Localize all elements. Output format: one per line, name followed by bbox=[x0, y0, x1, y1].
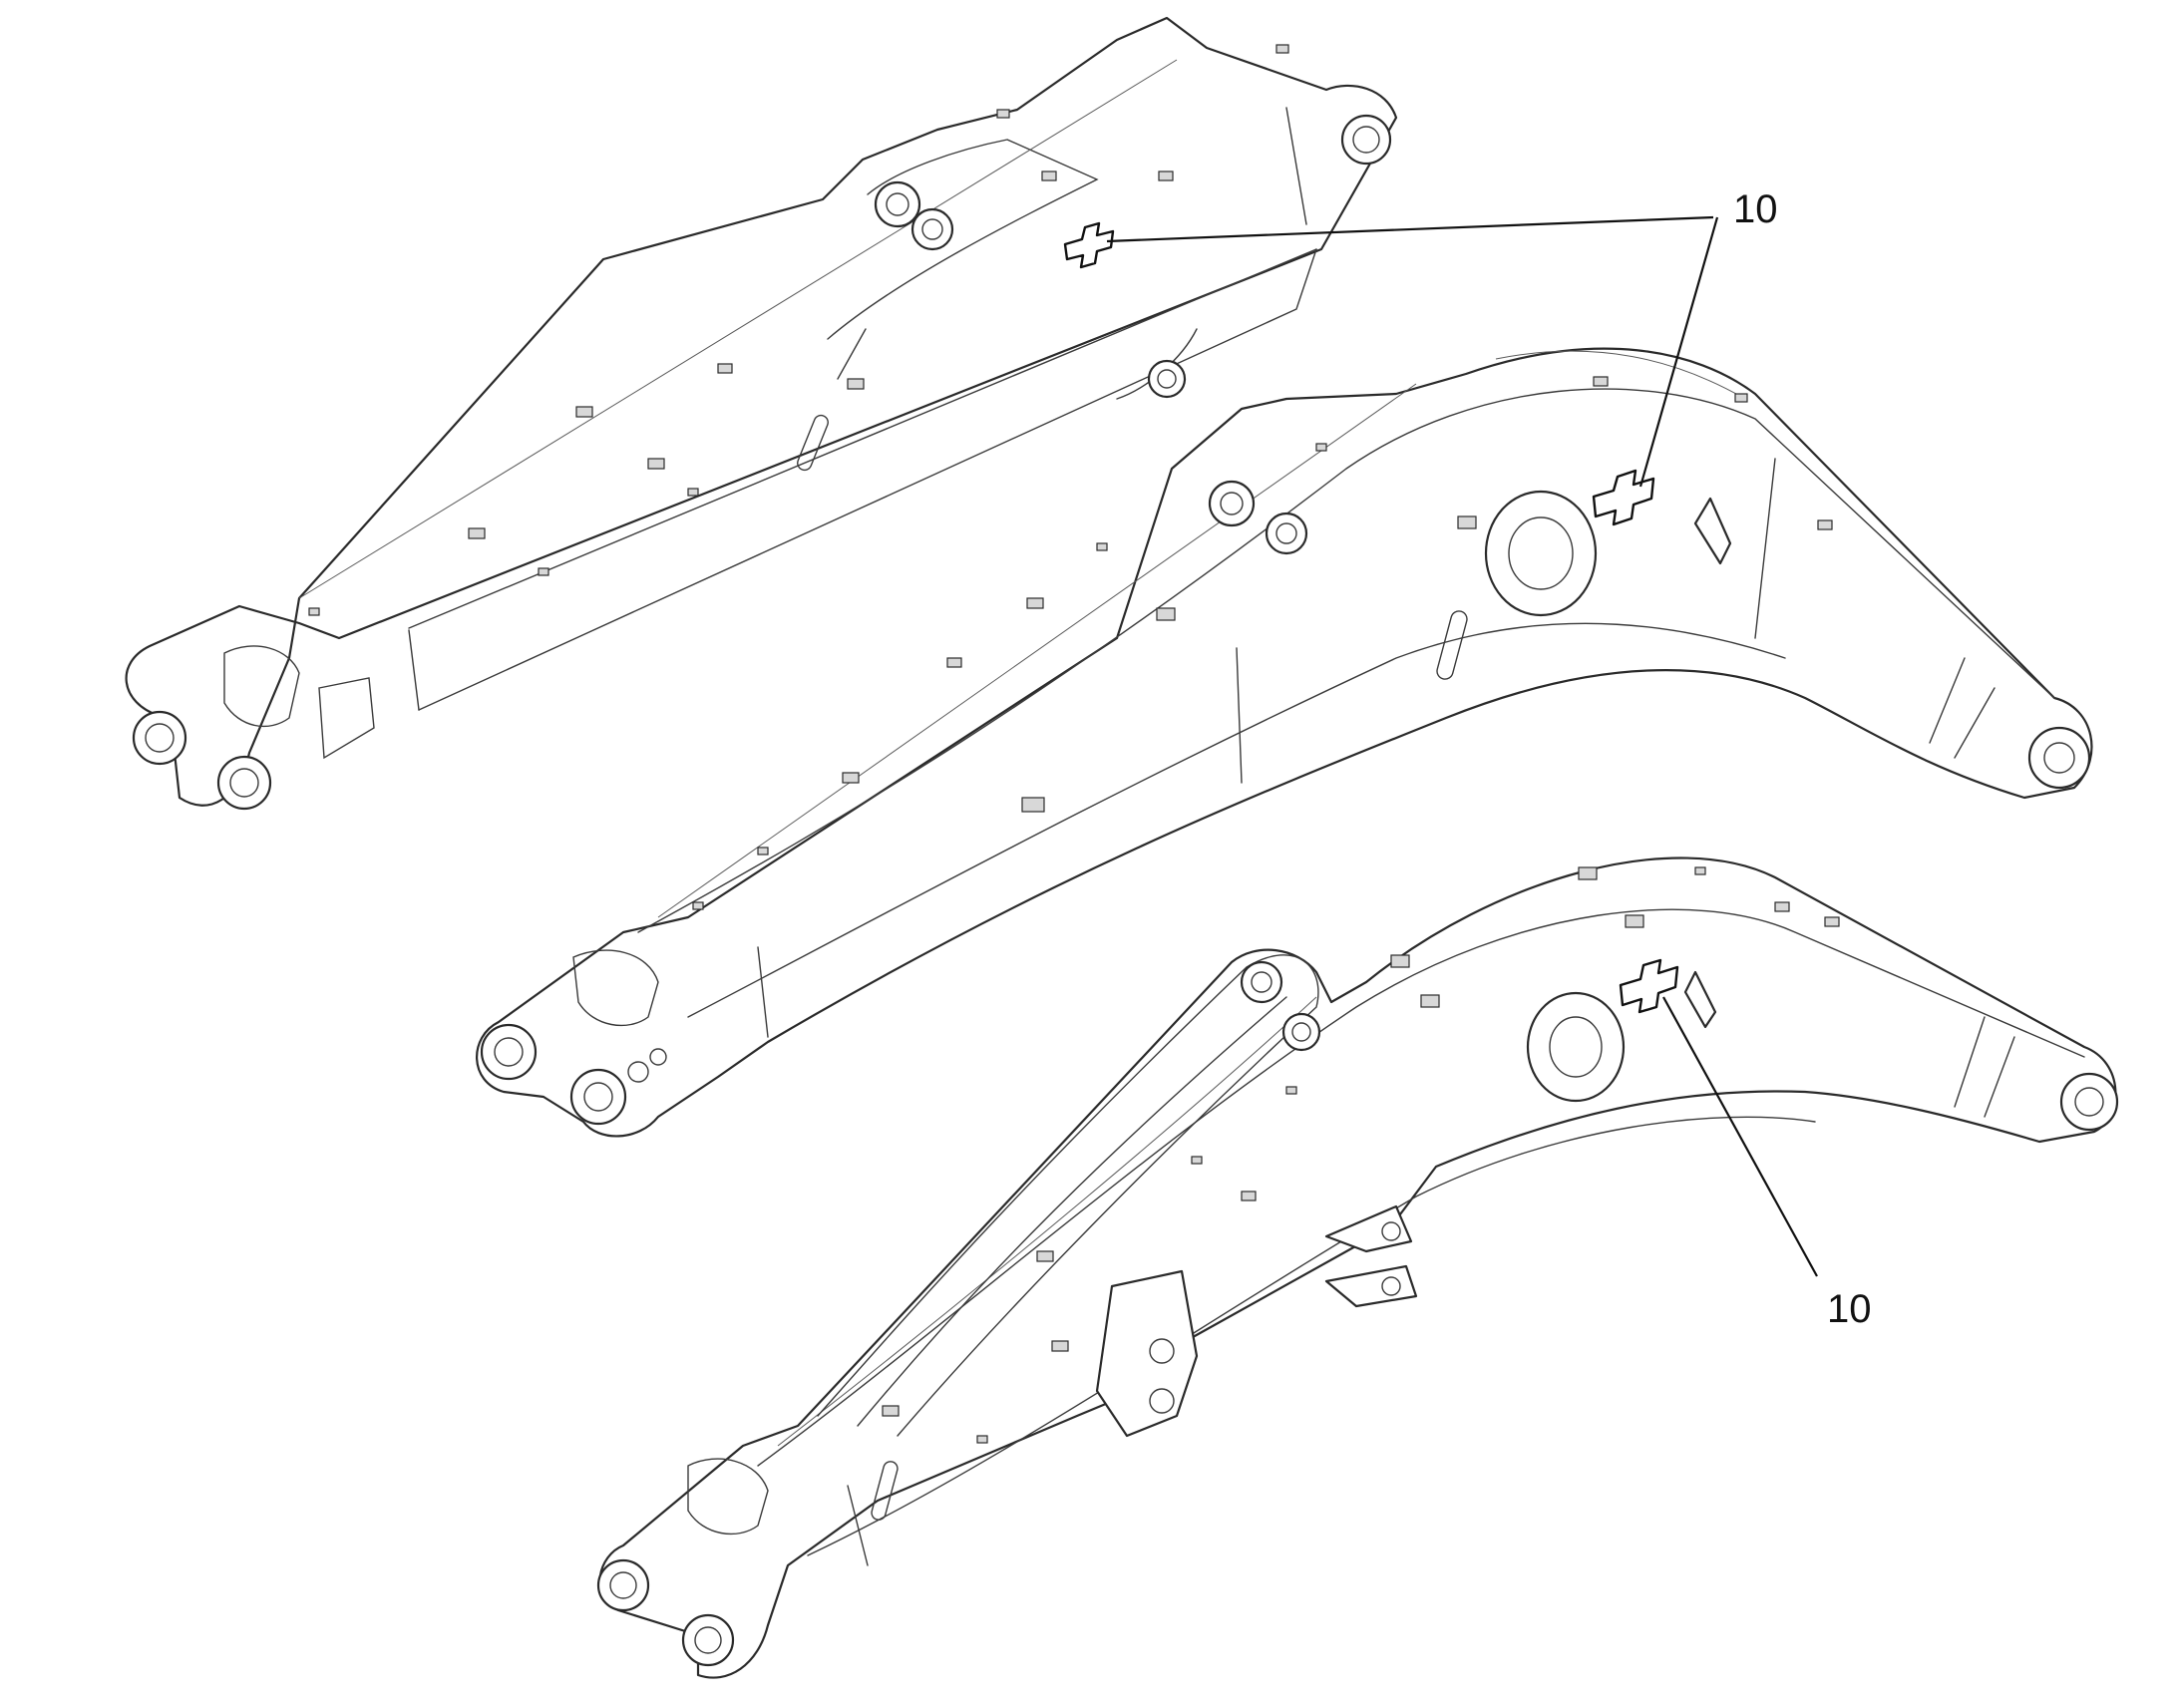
straight-boom-arm bbox=[125, 16, 1398, 811]
curved-boom-middle bbox=[476, 347, 2093, 1138]
callout-label-bottom: 10 bbox=[1827, 1287, 1872, 1331]
callout-label-top: 10 bbox=[1733, 187, 1778, 231]
part-10-middle bbox=[1592, 469, 1655, 526]
leader-line bbox=[1106, 215, 1714, 243]
leader-lines bbox=[1106, 215, 1818, 1277]
curved-boom-bottom bbox=[596, 856, 2119, 1679]
part-10-bottom bbox=[1619, 958, 1679, 1014]
leader-line bbox=[1662, 996, 1818, 1277]
leader-line bbox=[1638, 216, 1719, 488]
part-10-top bbox=[1063, 221, 1115, 269]
